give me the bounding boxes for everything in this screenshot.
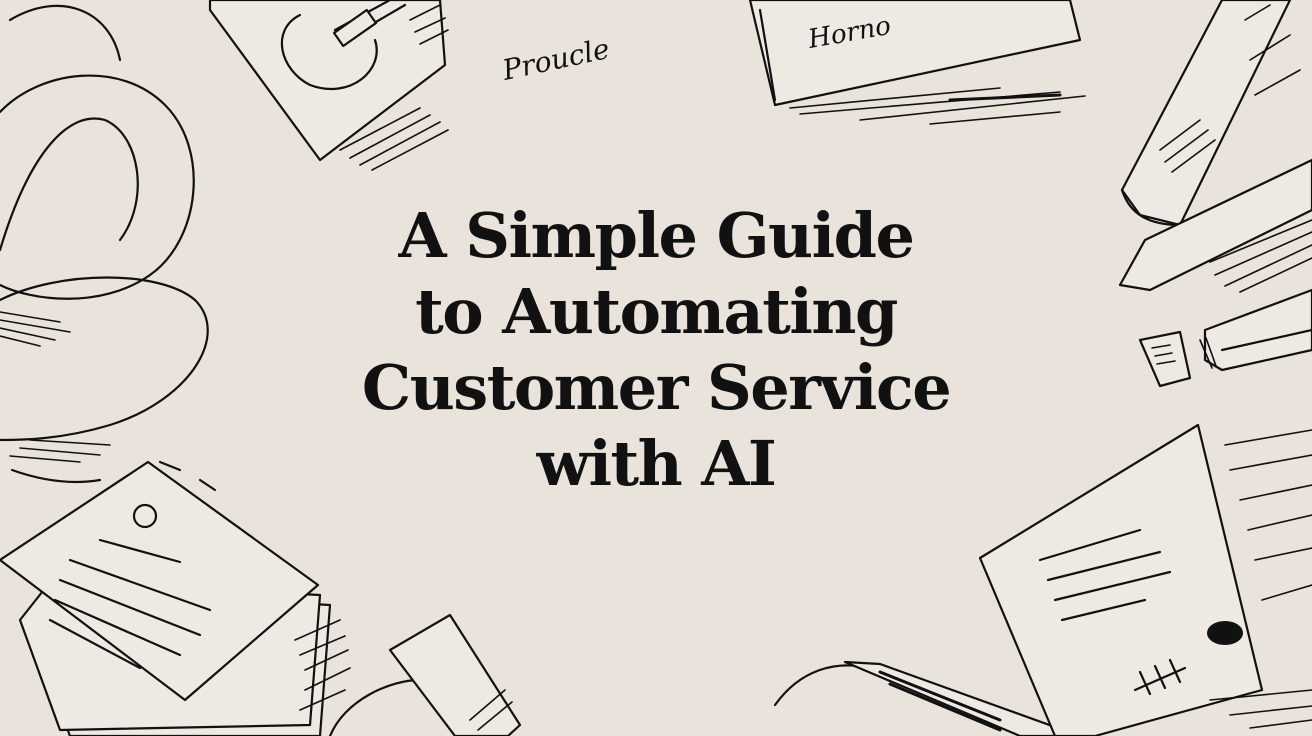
sketch-notepad-clip-icon [208, 0, 449, 171]
sketch-phone-handset-icon [328, 613, 522, 736]
sketch-coffee-cup-icon [0, 4, 195, 300]
sketch-document-stack-icon [0, 460, 351, 736]
sketch-stapler-icon [1199, 288, 1312, 372]
sketch-cable-icon [773, 660, 1082, 736]
sketch-letter-icon [978, 423, 1312, 736]
hero-title: A Simple Guide to Automating Customer Se… [306, 198, 1006, 502]
hero-title-line-3: Customer Service [361, 351, 952, 424]
hero-title-line-2: to Automating [415, 275, 898, 348]
sketch-saucer-icon [0, 276, 209, 484]
hero-title-line-1: A Simple Guide [398, 199, 915, 272]
hero-title-line-4: with AI [536, 427, 777, 500]
note-label-left: Proucle [499, 32, 613, 87]
sketch-pen-icon [1118, 0, 1312, 293]
sketch-envelope-icon [748, 0, 1086, 125]
sketch-sticky-note-icon [1138, 330, 1192, 388]
